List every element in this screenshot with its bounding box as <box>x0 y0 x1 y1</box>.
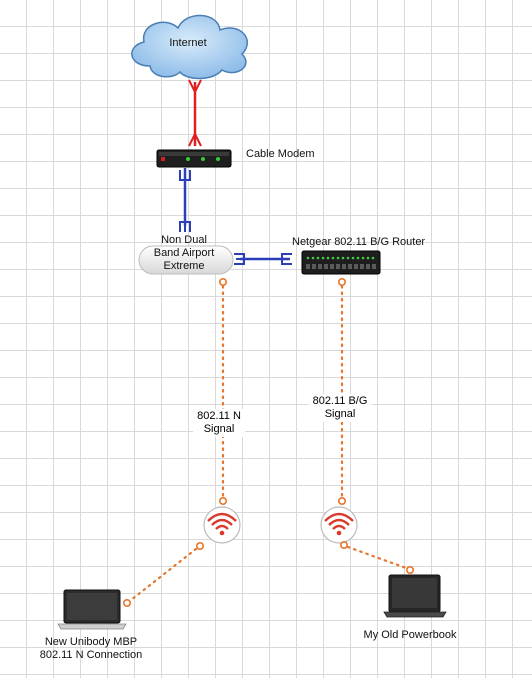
modem-icon[interactable] <box>156 149 232 168</box>
laptop-icon[interactable] <box>57 589 127 630</box>
ethernet-link-airport-router <box>234 253 292 265</box>
laptop-old-label: My Old Powerbook <box>363 629 457 641</box>
ethernet-link-modem-airport <box>179 168 191 232</box>
wan-link <box>188 79 202 147</box>
router-label: Netgear 802.11 B/G Router <box>292 236 426 248</box>
airport-label: Non Dual Band Airport Extreme <box>154 234 215 273</box>
wireless-link-bg <box>337 277 346 505</box>
signal-label-line: 802.11 N <box>197 410 241 422</box>
signal-label-line: 802.11 B/G <box>312 395 368 407</box>
modem-label: Cable Modem <box>246 148 315 160</box>
wireless-link-laptop-new <box>123 541 205 607</box>
wifi-icon[interactable] <box>320 506 358 544</box>
laptop-new-label: New Unibody MBP 802.11 N Connection <box>40 636 143 662</box>
laptop-label-line: 802.11 N Connection <box>39 649 143 661</box>
airport-label-line: Non Dual <box>161 234 207 246</box>
laptop-label-line: New Unibody MBP <box>44 636 138 648</box>
signal-label-line: Signal <box>324 408 356 420</box>
signal-bg-label: 802.11 B/G Signal <box>308 394 372 422</box>
airport-label-line: Band Airport <box>153 247 215 259</box>
cloud-icon[interactable] <box>131 14 248 80</box>
signal-label-line: Signal <box>203 423 235 435</box>
wireless-link-laptop-old <box>339 540 414 574</box>
signal-n-label: 802.11 N Signal <box>193 409 245 437</box>
airport-icon[interactable] <box>138 245 234 275</box>
wifi-icon[interactable] <box>203 506 241 544</box>
laptop-icon[interactable] <box>383 574 447 618</box>
internet-label: Internet <box>169 37 207 49</box>
router-icon[interactable] <box>301 250 381 275</box>
airport-label-line: Extreme <box>163 260 205 272</box>
wireless-link-n <box>219 277 228 505</box>
